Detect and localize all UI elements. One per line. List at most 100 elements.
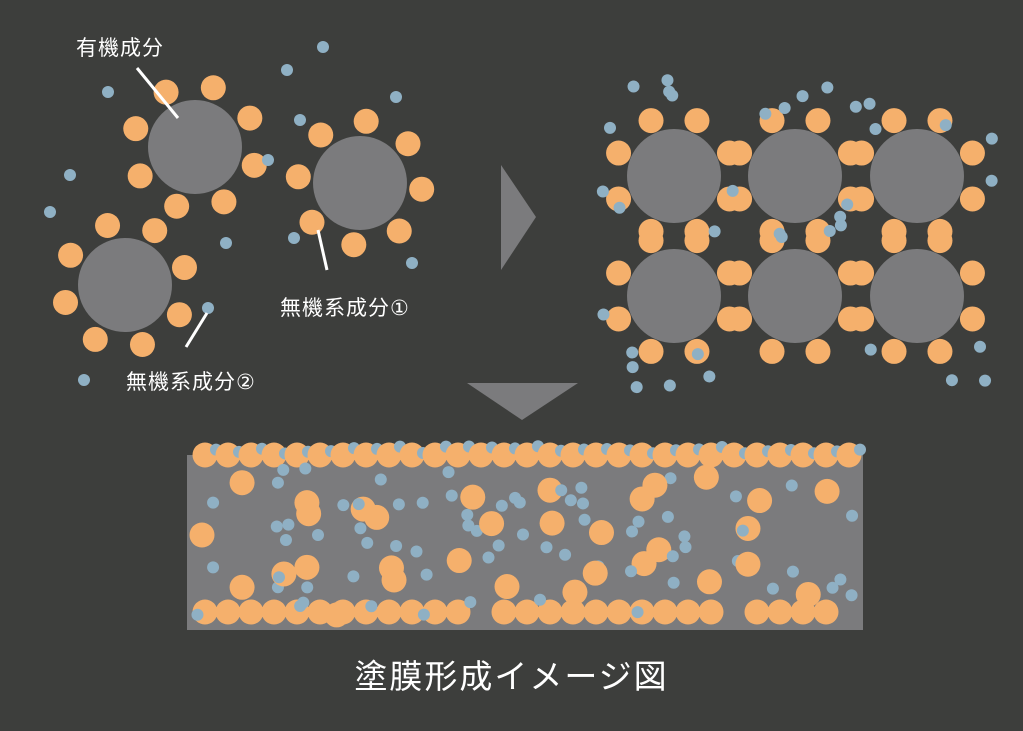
inorganic-2-particle — [294, 114, 306, 126]
inorganic-2-particle — [625, 565, 638, 578]
organic-particle — [627, 249, 721, 343]
inorganic-2-particle — [461, 508, 474, 521]
inorganic-1-particle — [735, 551, 761, 577]
inorganic-2-particle — [442, 466, 455, 479]
inorganic-1-particle — [588, 520, 614, 546]
inorganic-2-particle — [630, 381, 643, 394]
inorganic-2-particle — [773, 227, 786, 240]
inorganic-1-particle — [142, 218, 168, 244]
inorganic-1-particle — [296, 501, 322, 527]
inorganic-1-particle — [399, 599, 425, 625]
inorganic-1-particle — [353, 108, 379, 134]
inorganic-2-particle — [841, 198, 854, 211]
inorganic-1-particle — [229, 470, 255, 496]
inorganic-1-particle — [241, 152, 267, 178]
organic-particle — [627, 129, 721, 223]
leader-line-organic — [135, 67, 180, 119]
inorganic-1-particle — [324, 602, 350, 628]
inorganic-1-particle — [215, 599, 241, 625]
inorganic-2-particle — [626, 361, 639, 374]
inorganic-2-particle — [207, 496, 220, 509]
inorganic-2-particle — [445, 489, 458, 502]
inorganic-2-particle — [271, 476, 284, 489]
inorganic-1-particle — [308, 122, 334, 148]
inorganic-1-particle — [189, 522, 215, 548]
inorganic-1-particle — [399, 442, 425, 468]
inorganic-1-particle — [341, 232, 367, 258]
inorganic-1-particle — [376, 599, 402, 625]
inorganic-2-particle — [312, 529, 324, 541]
inorganic-2-particle — [604, 121, 617, 134]
inorganic-2-particle — [406, 257, 418, 269]
inorganic-2-particle — [846, 509, 859, 522]
inorganic-1-particle — [445, 599, 471, 625]
inorganic-1-particle — [881, 108, 907, 134]
inorganic-1-particle — [606, 599, 632, 625]
inorganic-1-particle — [129, 331, 155, 357]
inorganic-1-particle — [638, 228, 664, 254]
inorganic-2-particle — [202, 302, 214, 314]
label-organic: 有機成分 — [76, 36, 164, 60]
inorganic-2-particle — [631, 606, 644, 619]
inorganic-1-particle — [646, 537, 672, 563]
inorganic-2-particle — [102, 86, 114, 98]
inorganic-2-particle — [44, 206, 56, 218]
inorganic-2-particle — [626, 525, 639, 538]
inorganic-2-particle — [576, 497, 589, 510]
inorganic-2-particle — [834, 219, 847, 232]
organic-particle — [870, 129, 964, 223]
inorganic-2-particle — [985, 132, 998, 145]
inorganic-1-particle — [959, 140, 985, 166]
inorganic-1-particle — [491, 599, 517, 625]
inorganic-1-particle — [606, 140, 632, 166]
inorganic-1-particle — [927, 228, 953, 254]
inorganic-2-particle — [703, 370, 716, 383]
inorganic-1-particle — [211, 189, 237, 215]
inorganic-2-particle — [821, 81, 834, 94]
inorganic-2-particle — [272, 571, 285, 584]
inorganic-1-particle — [652, 599, 678, 625]
inorganic-1-particle — [747, 488, 773, 514]
inorganic-1-particle — [285, 164, 311, 190]
inorganic-1-particle — [813, 599, 839, 625]
inorganic-2-particle — [301, 581, 314, 594]
inorganic-2-particle — [974, 340, 987, 353]
inorganic-1-particle — [684, 228, 710, 254]
inorganic-1-particle — [422, 599, 448, 625]
inorganic-2-particle — [985, 174, 998, 187]
inorganic-2-particle — [678, 530, 691, 543]
inorganic-1-particle — [82, 326, 108, 352]
inorganic-1-particle — [261, 599, 287, 625]
inorganic-2-particle — [564, 494, 577, 507]
inorganic-2-particle — [78, 374, 90, 386]
inorganic-2-particle — [416, 496, 429, 509]
leader-line-inorganic-1 — [316, 229, 329, 271]
inorganic-2-particle — [361, 536, 374, 549]
inorganic-1-particle — [805, 228, 831, 254]
inorganic-1-particle — [727, 140, 753, 166]
inorganic-2-particle — [281, 64, 293, 76]
inorganic-2-particle — [726, 184, 739, 197]
inorganic-1-particle — [153, 79, 179, 105]
inorganic-2-particle — [834, 573, 847, 586]
inorganic-2-particle — [667, 576, 680, 589]
inorganic-1-particle — [959, 186, 985, 212]
inorganic-2-particle — [823, 225, 836, 238]
inorganic-1-particle — [805, 338, 831, 364]
inorganic-1-particle — [849, 140, 875, 166]
inorganic-1-particle — [53, 289, 79, 315]
inorganic-2-particle — [317, 41, 329, 53]
inorganic-1-particle — [814, 478, 840, 504]
label-inorganic-2: 無機系成分② — [126, 370, 256, 394]
inorganic-2-particle — [613, 201, 626, 214]
inorganic-1-particle — [696, 569, 722, 595]
inorganic-1-particle — [927, 338, 953, 364]
inorganic-2-particle — [365, 600, 378, 613]
inorganic-2-particle — [513, 496, 526, 509]
organic-particle — [870, 249, 964, 343]
inorganic-1-particle — [959, 260, 985, 286]
inorganic-1-particle — [200, 75, 226, 101]
organic-particle — [748, 249, 842, 343]
inorganic-1-particle — [166, 302, 192, 328]
